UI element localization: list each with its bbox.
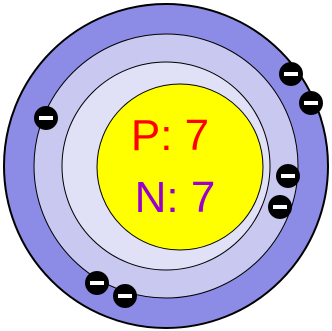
outer-shell-electron — [85, 271, 109, 295]
nucleus — [97, 84, 263, 250]
neutron-count-label: N: 7 — [135, 173, 216, 222]
minus-sign-icon — [281, 174, 295, 178]
minus-sign-icon — [304, 101, 318, 105]
minus-sign-icon — [39, 116, 53, 120]
proton-count-label: P: 7 — [131, 111, 209, 160]
inner-shell-electron — [268, 195, 292, 219]
inner-shell-electron — [276, 164, 300, 188]
minus-sign-icon — [118, 294, 132, 298]
minus-sign-icon — [90, 281, 104, 285]
outer-shell-electron — [113, 284, 137, 308]
outer-shell-electron — [279, 62, 303, 86]
outer-shell-electron — [34, 106, 58, 130]
outer-shell-electron — [299, 91, 323, 115]
minus-sign-icon — [273, 205, 287, 209]
minus-sign-icon — [284, 72, 298, 76]
